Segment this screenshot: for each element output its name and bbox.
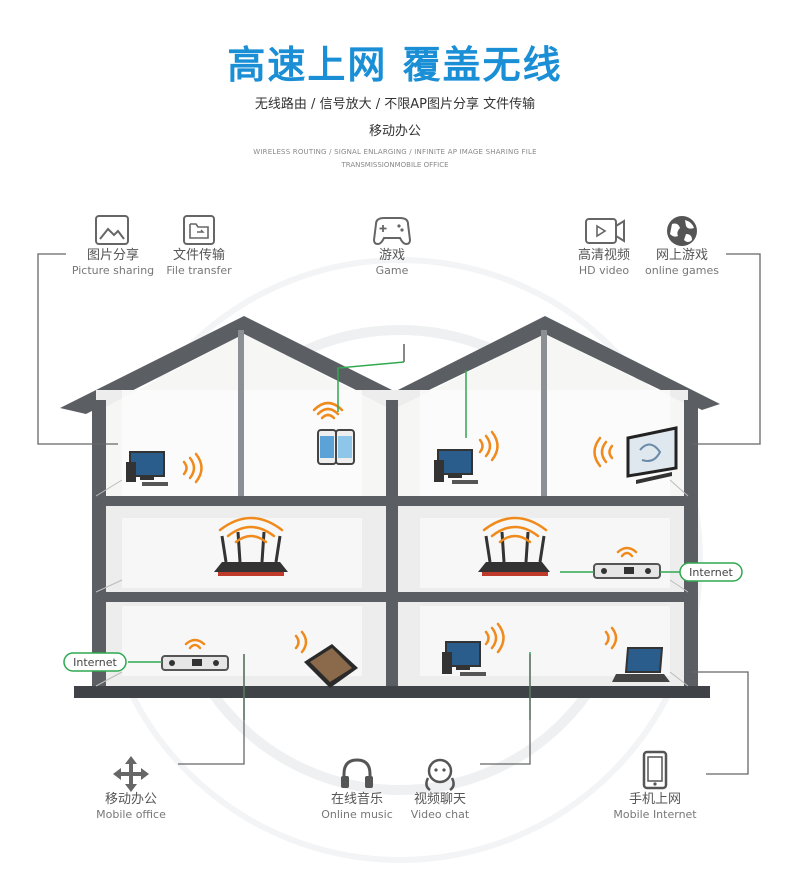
internet-label-left: Internet [73,656,117,669]
desktop-pc-icon-3 [442,641,486,676]
hd-video-label-zh: 高清视频 [577,248,630,263]
file-transfer-label-en: File transfer [166,264,232,278]
picture-sharing-label-zh: 图片分享 [86,248,139,263]
file-transfer-label-zh: 文件传输 [172,248,225,263]
feature-hd-video: 高清视频 HD video [566,214,642,278]
subtitle-line-1: 无线路由 / 信号放大 / 不限AP图片分享 文件传输 [254,97,536,112]
game-label-en: Game [375,264,409,278]
mobile-internet-label-en: Mobile Internet [613,808,697,822]
video-icon [585,218,625,244]
video-chat-label-en: Video chat [410,808,470,822]
headphones-icon [341,758,373,788]
move-icon [113,756,149,792]
phone-icon [642,750,668,790]
feature-picture-sharing: 图片分享 Picture sharing [66,214,160,278]
feature-mobile-office: 移动办公 Mobile office [76,756,186,822]
desktop-pc-icon-2 [434,449,478,484]
online-games-label-en: online games [645,264,719,278]
folder-icon [183,215,215,245]
house-illustration: Internet Internet [60,316,743,720]
feature-mobile-internet: 手机上网 Mobile Internet [604,748,706,822]
wifi-signals [182,401,638,654]
chat-icon [425,758,455,792]
mobile-office-label-en: Mobile office [96,808,166,822]
picture-sharing-label-en: Picture sharing [71,264,155,278]
desktop-pc-icon [126,451,168,486]
tablet-icon [304,644,358,688]
online-music-label-zh: 在线音乐 [330,792,383,807]
online-music-label-en: Online music [321,808,393,822]
gamepad-icon [372,217,412,246]
online-games-label-zh: 网上游戏 [655,248,708,263]
subtitle-line-2: 移动办公 [368,124,421,139]
feature-game: 游戏 Game [352,214,432,278]
page-title: 高速上网 覆盖无线 [227,43,563,87]
mobile-internet-label-zh: 手机上网 [628,792,681,807]
english-subtitle-line-1: WIRELESS ROUTING / SIGNAL ENLARGING / IN… [253,148,537,156]
feature-online-games: 网上游戏 online games [640,214,724,278]
feature-online-music: 在线音乐 Online music [312,756,402,822]
modem-icon-left [161,655,229,671]
english-subtitle-line-2: TRANSMISSIONMOBILE OFFICE [341,161,449,169]
internet-label-right: Internet [689,566,733,579]
globe-icon [667,216,697,246]
game-label-zh: 游戏 [378,248,405,263]
feature-video-chat: 视频聊天 Video chat [402,756,478,822]
smartphone-icon [317,429,355,465]
feature-file-transfer: 文件传输 File transfer [158,214,240,278]
laptop-icon [612,647,670,682]
modem-icon-right [593,563,661,579]
router-icon-left [214,531,288,576]
router-icon-right [478,531,550,576]
tv-icon [626,426,678,484]
image-icon [95,215,129,245]
mobile-office-label-zh: 移动办公 [104,792,157,807]
video-chat-label-zh: 视频聊天 [413,792,466,807]
hd-video-label-en: HD video [578,264,630,278]
